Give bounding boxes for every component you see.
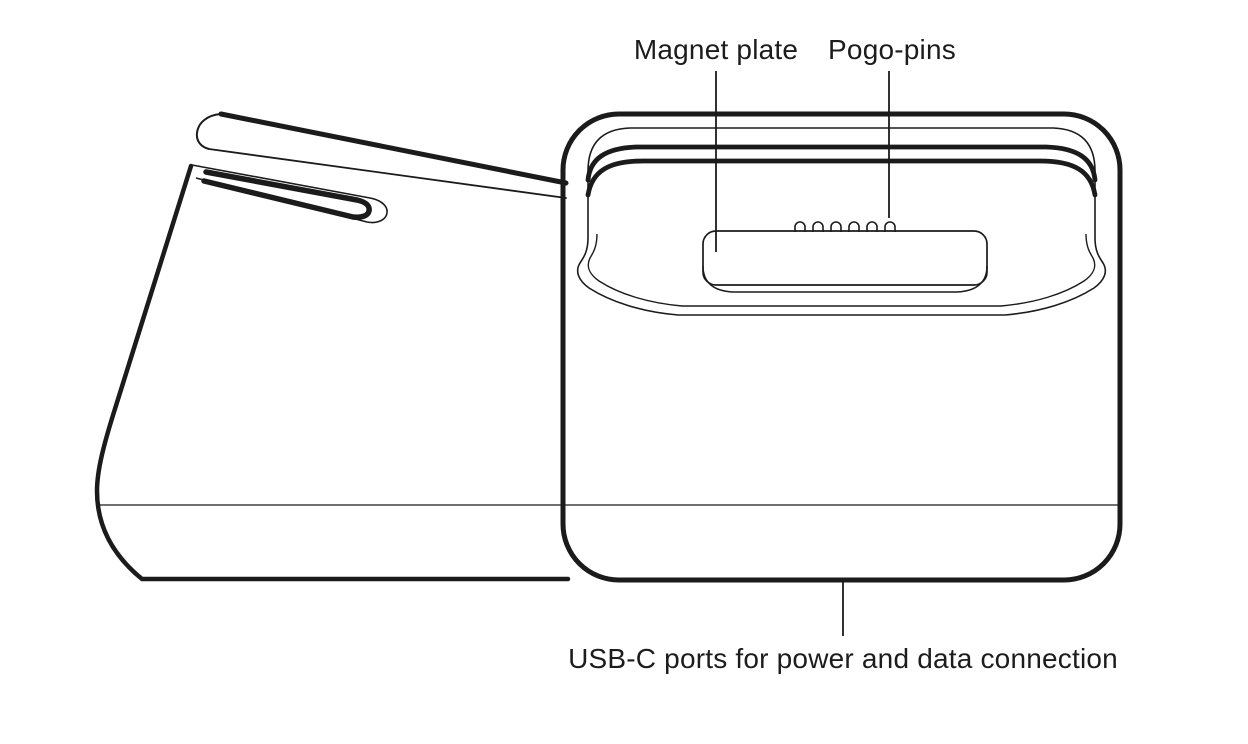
pogo-pin xyxy=(884,221,896,232)
dock-cradle-inner-wall xyxy=(587,233,1096,307)
pogo-pin xyxy=(848,221,860,232)
magnet-plate-thickness-edge xyxy=(702,265,988,293)
stand-top-plate-edge xyxy=(218,111,569,186)
stand-slot-groove xyxy=(201,169,372,220)
stand-slot-outline xyxy=(191,164,388,224)
dock-shape xyxy=(560,111,1123,583)
stand-shape xyxy=(94,111,571,582)
dock-body-outline xyxy=(560,111,1123,583)
dock-lip-upper-arc xyxy=(585,144,1098,183)
stand-outline xyxy=(94,163,571,582)
pogo-pins-label: Pogo-pins xyxy=(828,34,956,65)
dock-cradle-outer-wall xyxy=(576,127,1107,316)
magnet-plate-shape xyxy=(702,230,988,286)
magnet-plate-label: Magnet plate xyxy=(633,34,799,65)
pogo-pins-group xyxy=(794,221,896,232)
pogo-pin xyxy=(830,221,842,232)
dock-lip-lower-arc xyxy=(585,158,1098,198)
stand-top-plate-cap xyxy=(195,113,222,150)
pogo-pin xyxy=(812,221,824,232)
callout-leader-lines xyxy=(715,71,890,636)
usb-c-ports-label: USB-C ports for power and data connectio… xyxy=(568,643,1118,674)
stand-top-plate-crease xyxy=(208,148,567,199)
pogo-pin xyxy=(866,221,878,232)
pogo-pin xyxy=(794,221,806,232)
